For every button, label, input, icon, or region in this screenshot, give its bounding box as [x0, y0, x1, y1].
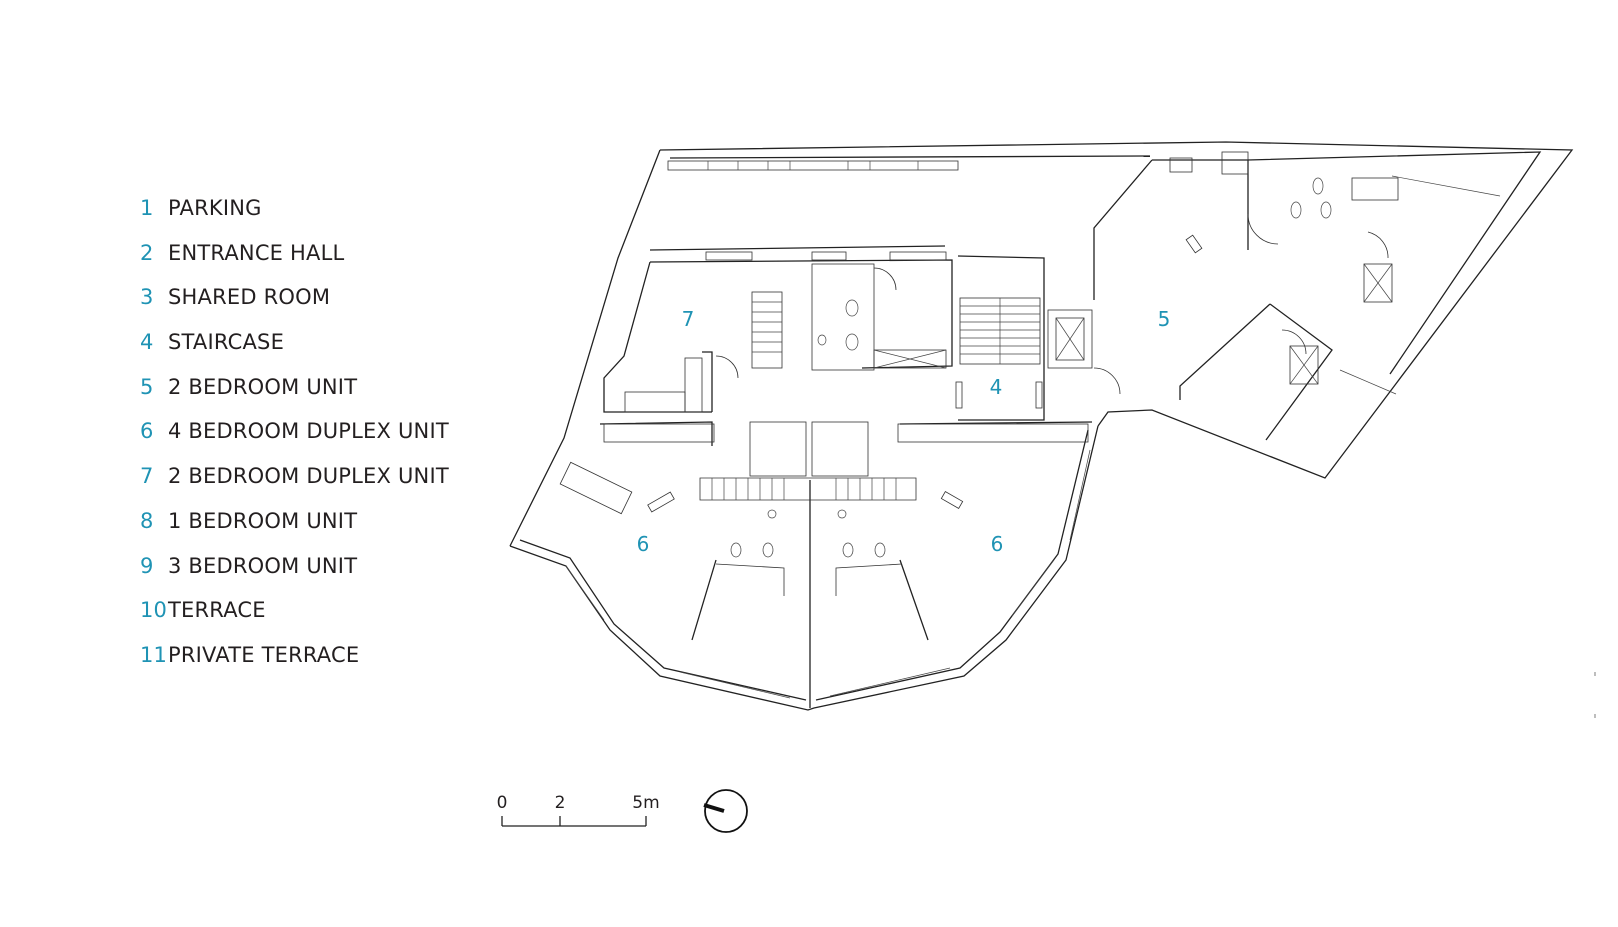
- legend-number: 5: [140, 374, 154, 399]
- legend-item: 3 SHARED ROOM: [140, 285, 480, 330]
- legend-item: 5 2 BEDROOM UNIT: [140, 375, 480, 420]
- scale-tick-0: 0: [497, 793, 508, 813]
- unit-7-label: 7: [682, 307, 695, 331]
- legend-number: 1: [140, 196, 154, 220]
- unit-5-label: 5: [1158, 307, 1171, 331]
- legend-label: PARKING: [168, 196, 262, 220]
- north-arrow-icon: [703, 789, 748, 833]
- legend-item: 1 PARKING: [140, 196, 480, 241]
- parking-window-strip: [667, 160, 959, 171]
- legend-label: PRIVATE TERRACE: [168, 642, 360, 667]
- unit-7-walls: [603, 251, 953, 413]
- unit-5-walls: [1093, 151, 1542, 441]
- legend-item: 7 2 BEDROOM DUPLEX UNIT: [140, 464, 480, 509]
- scale-tick-2: 2: [555, 793, 566, 813]
- legend-label: 1 BEDROOM UNIT: [168, 508, 358, 533]
- legend-label: STAIRCASE: [168, 330, 285, 355]
- legend-number: 4: [140, 330, 154, 355]
- legend-number: 7: [140, 464, 154, 489]
- unit-6-left-label: 6: [637, 532, 650, 556]
- legend-number: 8: [140, 508, 154, 533]
- legend-number: 2: [140, 240, 154, 265]
- legend-number: 11: [140, 642, 168, 667]
- legend-number: 10: [140, 598, 168, 623]
- legend-item: 8 1 BEDROOM UNIT: [140, 509, 480, 554]
- legend-label: TERRACE: [168, 598, 266, 623]
- unit-6-right-label: 6: [991, 532, 1004, 556]
- staircase-core: [955, 255, 1121, 421]
- scale-tick-5m: 5m: [632, 793, 659, 813]
- legend-item: 2 ENTRANCE HALL: [140, 241, 480, 286]
- legend-label: 2 BEDROOM UNIT: [168, 374, 358, 399]
- legend-label: 2 BEDROOM DUPLEX UNIT: [168, 464, 449, 489]
- legend-number: 9: [140, 553, 154, 578]
- legend-item: 4 STAIRCASE: [140, 330, 480, 375]
- unit-6-walls: [509, 421, 1099, 711]
- legend-label: ENTRANCE HALL: [168, 240, 345, 265]
- staircase-label: 4: [990, 375, 1003, 399]
- legend-label: SHARED ROOM: [168, 285, 331, 310]
- legend-number: 3: [140, 285, 154, 310]
- outer-envelope: [509, 141, 1574, 547]
- legend: 1 PARKING 2 ENTRANCE HALL 3 SHARED ROOM 4 ST…: [140, 196, 480, 688]
- legend-label: 4 BEDROOM DUPLEX UNIT: [168, 419, 449, 444]
- legend-item: 9 3 BEDROOM UNIT: [140, 554, 480, 599]
- legend-item: 6 4 BEDROOM DUPLEX UNIT: [140, 419, 480, 464]
- scale-bar: 0 2 5m: [497, 793, 660, 827]
- legend-number: 6: [140, 419, 154, 444]
- legend-label: 3 BEDROOM UNIT: [168, 553, 358, 578]
